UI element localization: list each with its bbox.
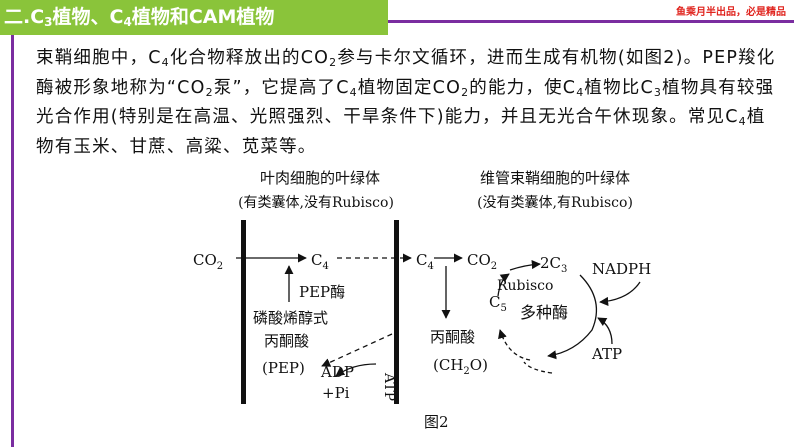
mesophyll-title: 叶肉细胞的叶绿体 <box>260 169 380 187</box>
paragraph-text: 植物有玉米、甘蔗、高粱、苋菜等。 <box>36 107 766 157</box>
paragraph-text: 植物固定CO <box>357 77 462 98</box>
paragraph-subscript: 2 <box>205 85 214 99</box>
arrow-pyruvate-to-pep <box>321 333 393 367</box>
bundle-sheath-note: (没有类囊体,有Rubisco) <box>477 194 633 211</box>
pep-enzyme-label: PEP酶 <box>299 283 345 301</box>
c4-left-label: C4 <box>311 251 329 272</box>
c5-label: C5 <box>489 293 507 314</box>
right-membrane <box>394 220 399 404</box>
paragraph-text: 植物比C <box>584 77 654 98</box>
pep-name-line3: (PEP) <box>262 359 305 377</box>
pep-name-line1: 磷酸烯醇式 <box>253 309 328 327</box>
nadph-label: NADPH <box>592 260 651 278</box>
pi-label: +Pi <box>322 384 350 402</box>
paragraph-subscript: 4 <box>576 85 585 99</box>
title-text: 植物和CAM植物 <box>131 6 275 28</box>
arrow-co2-to-c3 <box>509 260 541 271</box>
paragraph-text: 束鞘细胞中，C <box>36 48 162 68</box>
c4-right-label: C4 <box>416 251 434 272</box>
bundle-sheath-title: 维管束鞘细胞的叶绿体 <box>480 169 630 187</box>
co2-right-label: CO2 <box>467 251 497 272</box>
left-membrane <box>241 220 246 404</box>
arrow-c5-to-co2 <box>497 273 510 297</box>
paragraph-subscript: 4 <box>738 115 747 128</box>
figure-caption: 图2 <box>424 413 449 431</box>
c3-label: 2C3 <box>540 254 567 275</box>
atp-right-label: ATP <box>591 345 622 363</box>
adp-label: ADP <box>320 363 354 381</box>
title-text: 植物、C <box>52 6 124 28</box>
paragraph-subscript: 2 <box>461 85 470 99</box>
enzymes-label: 多种酶 <box>520 303 568 322</box>
mesophyll-note: (有类囊体,没有Rubisco) <box>238 194 394 211</box>
ch2o-label: (CH2O) <box>433 356 488 377</box>
arrow-atp-in <box>597 317 613 345</box>
arrow-atp-to-adp <box>335 363 377 377</box>
arrow-to-c5 <box>498 329 531 361</box>
section-title-bar: 二.C3植物、C4植物和CAM植物 <box>0 0 388 35</box>
paragraph-subscript: 4 <box>161 56 170 69</box>
body-paragraph: 束鞘细胞中，C4化合物释放出的CO2参与卡尔文循环，进而生成有机物(如图2)。P… <box>36 44 776 162</box>
title-subscript: 4 <box>123 15 132 29</box>
paragraph-subscript: 4 <box>349 85 358 99</box>
paragraph-text: 植物具有较强光合作用(特别是在高温、光照强烈、干旱条件下)能力，并且无光合午休现… <box>36 77 775 128</box>
left-divider <box>11 35 14 447</box>
title-subscript: 3 <box>44 15 53 29</box>
paragraph-text: 参与卡尔文循环，进而生成有机物(如图2)。PEP羧化酶被形象地称为“CO <box>36 48 776 98</box>
paragraph-subscript: 2 <box>329 56 338 69</box>
arrow-c3-to-ch2o <box>547 274 598 360</box>
paragraph-text: 的能力，使C <box>469 77 577 98</box>
slogan: 鱼乘月半出品，必是精品 <box>676 7 786 18</box>
arrow-output-dashed <box>523 361 553 374</box>
title-text: 二.C <box>4 6 45 28</box>
arrow-nadph-in <box>599 281 641 306</box>
atp-vertical-label: ATP <box>381 372 397 401</box>
paragraph-text: 化合物释放出的CO <box>169 48 330 68</box>
rubisco-label: Rubisco <box>497 278 553 294</box>
pyruvate-label: 丙酮酸 <box>430 328 475 346</box>
top-divider <box>388 20 794 23</box>
pep-name-line2: 丙酮酸 <box>264 332 309 350</box>
co2-input-label: CO2 <box>193 251 223 272</box>
paragraph-subscript: 3 <box>653 85 663 99</box>
paragraph-text: 泵”，它提高了C <box>213 77 350 98</box>
